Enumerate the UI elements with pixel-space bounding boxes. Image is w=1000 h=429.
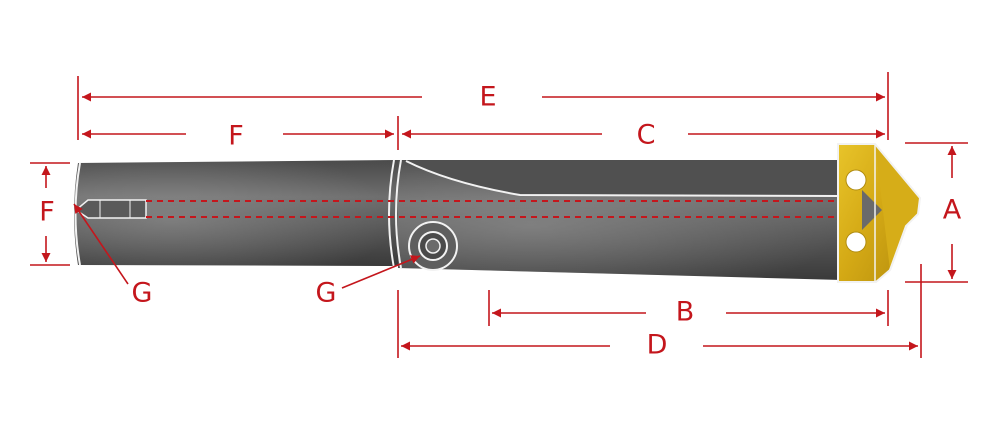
insert-screw-hole-top <box>845 169 867 191</box>
leader-g-left <box>73 203 129 285</box>
label-e: E <box>479 82 496 113</box>
spade-insert <box>837 143 922 283</box>
label-d: D <box>647 330 668 361</box>
tool-body <box>74 159 858 280</box>
label-f-top: F <box>228 121 244 152</box>
dimensions <box>30 72 968 358</box>
label-f-side: F <box>39 197 55 228</box>
shank-end <box>74 162 81 266</box>
label-g-center: G <box>316 278 337 309</box>
leader-g-center <box>341 255 421 289</box>
label-g-left: G <box>132 278 153 309</box>
dimension-labels: E F C A F G G B D <box>39 82 962 361</box>
label-b: B <box>676 297 695 328</box>
label-a: A <box>943 195 962 226</box>
flute-edge <box>405 160 841 197</box>
shoulder-ring <box>388 159 395 269</box>
insert-screw-hole-bottom <box>845 231 867 253</box>
coolant-thread <box>74 199 147 219</box>
label-c: C <box>637 120 656 151</box>
coolant-port <box>408 221 458 271</box>
